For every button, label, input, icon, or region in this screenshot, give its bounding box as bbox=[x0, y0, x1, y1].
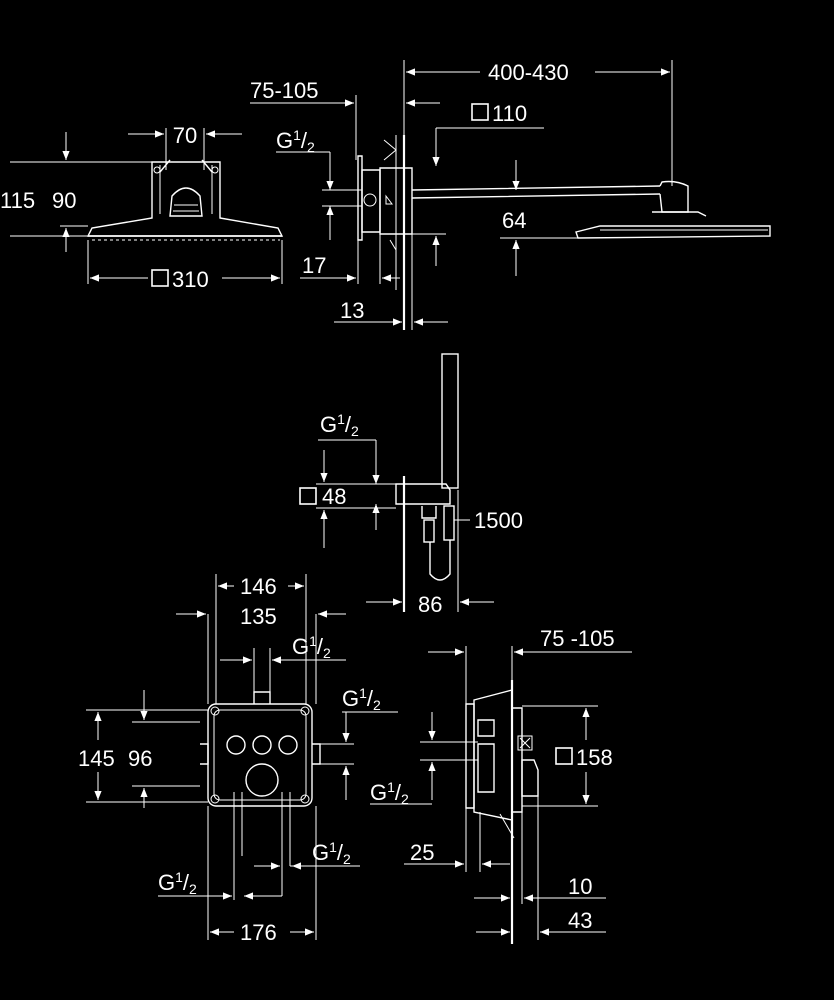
head-shower-plate-side bbox=[575, 225, 771, 239]
dim-box-wall-depth: 75 -105 bbox=[540, 626, 615, 651]
head-shower-front-view: 70 115 90 310 bbox=[0, 123, 284, 292]
square-symbol-icon bbox=[555, 747, 573, 765]
side-inlet bbox=[312, 743, 321, 765]
thread-label: G1/2 bbox=[276, 127, 315, 155]
dim-arm-length: 400-430 bbox=[488, 60, 569, 85]
dim-flange-size: 110 bbox=[492, 101, 527, 126]
thread-label: G1/2 bbox=[158, 869, 197, 897]
dim-wall-outlet-size: 48 bbox=[322, 484, 346, 509]
thread-label: G1/2 bbox=[342, 685, 381, 713]
dim-depth-25: 25 bbox=[410, 840, 434, 865]
dim-box-inner-width: 135 bbox=[240, 604, 277, 629]
thread-label: G1/2 bbox=[320, 411, 359, 439]
dim-box-inner-height: 96 bbox=[128, 746, 152, 771]
dim-box-bottom-width: 176 bbox=[240, 920, 277, 945]
thread-label: G1/2 bbox=[312, 839, 351, 867]
dim-box-outer-width: 146 bbox=[240, 574, 277, 599]
dim-head-thickness: 64 bbox=[502, 208, 526, 233]
dim-offset-17: 17 bbox=[302, 253, 326, 278]
square-symbol-icon bbox=[299, 487, 317, 505]
dim-projection: 86 bbox=[418, 592, 442, 617]
thermostat-port bbox=[245, 763, 279, 797]
hose bbox=[429, 540, 451, 581]
dim-depth-10: 10 bbox=[568, 874, 592, 899]
head-shower-arm-joint bbox=[169, 187, 203, 217]
shower-arm bbox=[411, 185, 661, 199]
wall-outlet-holder bbox=[403, 483, 451, 505]
valve-port bbox=[226, 735, 246, 755]
mixer-box-front-view: 146 135 G1/2 G1/2 145 96 bbox=[78, 574, 398, 945]
dim-head-total-height: 115 bbox=[0, 188, 35, 213]
mixer-box-side-view: 75 -105 G1/2 158 25 10 43 bbox=[370, 626, 632, 944]
hand-shower-view: G1/2 48 1500 86 bbox=[299, 353, 523, 617]
hand-shower-handle bbox=[441, 353, 459, 489]
valve-port bbox=[278, 735, 298, 755]
wall-mount-body bbox=[361, 169, 381, 233]
head-shower-side-view: 75-105 400-430 110 G1/2 64 17 bbox=[250, 60, 771, 330]
dim-side-wall-depth: 75-105 bbox=[250, 78, 319, 103]
cover-plate bbox=[521, 759, 539, 797]
dim-head-height: 90 bbox=[52, 188, 76, 213]
thread-label: G1/2 bbox=[370, 779, 409, 807]
dim-offset-13: 13 bbox=[340, 298, 364, 323]
head-shower-body bbox=[86, 161, 284, 237]
mixer-box-body bbox=[207, 703, 313, 807]
square-symbol-icon bbox=[471, 103, 489, 121]
dim-cover-size: 158 bbox=[576, 745, 613, 770]
dim-head-plate-size: 310 bbox=[172, 267, 209, 292]
dim-box-outer-height: 145 bbox=[78, 746, 115, 771]
dim-hose-length: 1500 bbox=[474, 508, 523, 533]
dim-depth-43: 43 bbox=[568, 908, 592, 933]
square-symbol-icon bbox=[151, 269, 169, 287]
top-inlet bbox=[253, 691, 271, 704]
head-shower-inner-lines bbox=[159, 165, 213, 214]
thread-label: G1/2 bbox=[292, 633, 331, 661]
mixer-box-side-body bbox=[473, 689, 513, 821]
valve-port bbox=[252, 735, 272, 755]
dim-head-top-width: 70 bbox=[173, 123, 197, 148]
